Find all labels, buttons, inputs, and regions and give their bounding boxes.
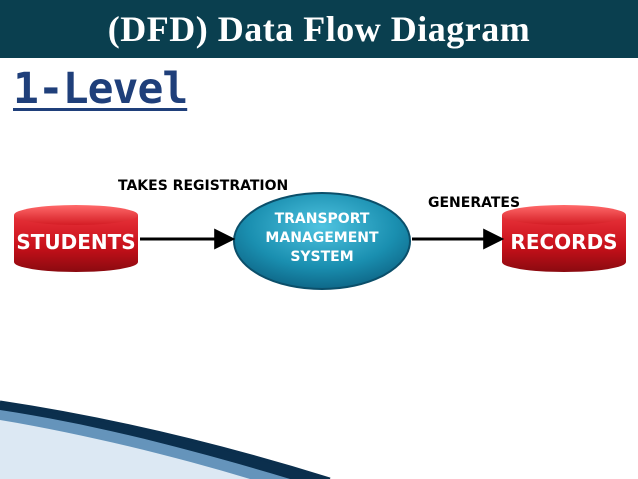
decorative-swoosh	[0, 400, 331, 479]
title-bar: (DFD) Data Flow Diagram	[0, 0, 638, 58]
level-heading: 1-Level	[13, 64, 188, 114]
records-label: RECORDS	[510, 230, 617, 254]
students-cylinder-top	[14, 205, 138, 225]
process-node: TRANSPORT MANAGEMENT SYSTEM	[233, 192, 411, 290]
entity-records: RECORDS	[502, 205, 626, 272]
records-cylinder-top	[502, 205, 626, 225]
students-cylinder-body	[14, 215, 138, 272]
process-line-2: MANAGEMENT	[265, 230, 379, 246]
records-cylinder-body	[502, 215, 626, 272]
entity-students: STUDENTS	[14, 205, 138, 272]
flow-label-registration: TAKES REGISTRATION	[118, 178, 288, 194]
slide-title: (DFD) Data Flow Diagram	[107, 9, 531, 49]
students-label: STUDENTS	[16, 230, 135, 254]
flow-label-generates: GENERATES	[428, 195, 520, 211]
process-line-3: SYSTEM	[290, 249, 353, 265]
process-line-1: TRANSPORT	[275, 211, 370, 227]
